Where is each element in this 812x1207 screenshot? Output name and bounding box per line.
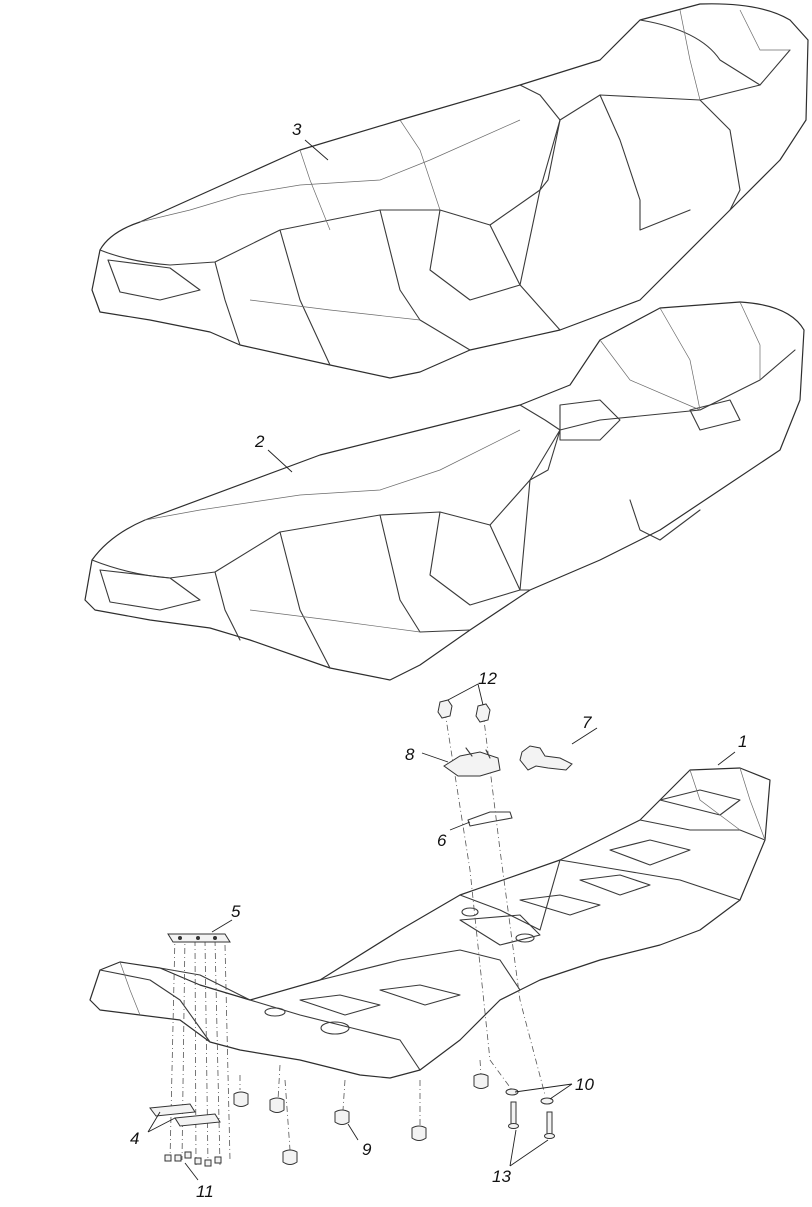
skid-plate-part-1 [89,767,771,1079]
callout-13: 13 [492,1167,511,1186]
seat-part-2 [84,301,805,681]
hook-part-7 [519,745,573,771]
rubber-mounts-part-9 [233,1073,489,1165]
callout-2: 2 [254,432,265,451]
callout-12: 12 [478,669,497,688]
bracket-part-8 [443,747,501,777]
washers-part-10 [505,1088,554,1105]
callout-10: 10 [575,1075,594,1094]
clip-part-6 [467,811,513,827]
seat-part-3 [91,3,809,379]
callout-3: 3 [292,120,302,139]
callout-5: 5 [231,902,241,921]
callout-8: 8 [405,745,415,764]
callout-1: 1 [738,732,747,751]
leader-lines [147,139,736,1181]
callout-11: 11 [196,1182,214,1201]
assembly-centerlines [169,711,546,1166]
callouts: 1 2 3 4 5 6 7 8 9 10 11 12 13 [130,120,747,1201]
callout-4: 4 [130,1129,139,1148]
callout-9: 9 [362,1140,372,1159]
callout-6: 6 [437,831,447,850]
nuts-part-11 [164,1151,222,1167]
plate-part-5 [167,933,231,943]
nuts-part-12 [437,699,491,723]
callout-7: 7 [582,713,592,732]
bolts-part-13 [508,1101,555,1139]
bracket-part-4 [149,1103,221,1127]
